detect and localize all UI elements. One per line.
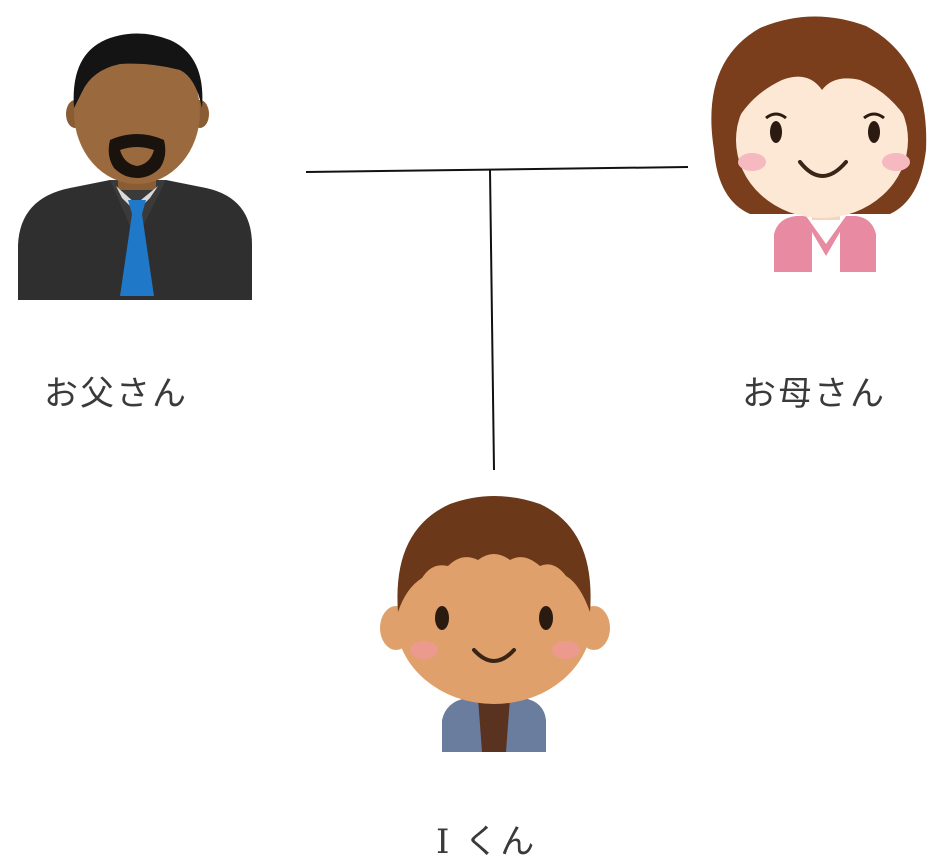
child-label: I くん [436, 822, 537, 862]
father-label: お父さん [44, 374, 188, 414]
mother-label: お母さん [742, 374, 886, 414]
couple-line [305, 166, 689, 173]
mother-avatar-icon [711, 16, 927, 272]
child-avatar-icon [380, 496, 610, 752]
father-avatar-icon [18, 33, 252, 300]
child-line [489, 169, 495, 471]
